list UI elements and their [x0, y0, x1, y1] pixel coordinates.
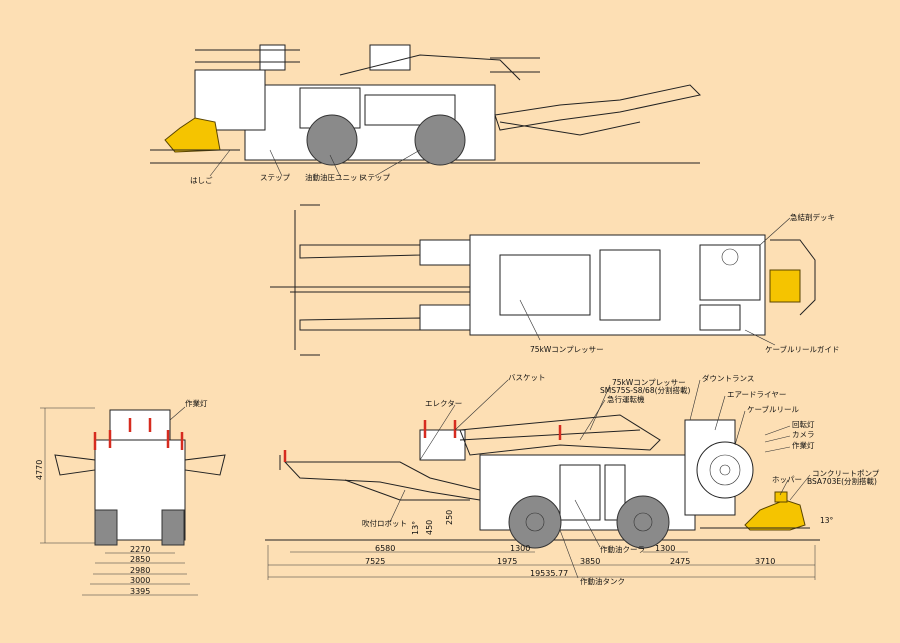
plan-view: 急結剤デッキ 75kWコンプレッサー ケーブルリールガイド — [270, 204, 839, 356]
label-front-work-lamp: 作業灯 — [185, 398, 208, 408]
cable-reel — [696, 441, 754, 499]
label-compressor-model: SMS75S-S8/68(分割搭載) — [600, 385, 691, 395]
label-emergency-deck: 急結剤デッキ — [790, 212, 835, 222]
dim-total: 19535.77 — [530, 569, 568, 578]
side-view-top: はしご ステップ 油動油圧ユニット ステップ — [150, 44, 702, 185]
label-concrete-pump: コンクリートポンプ — [812, 469, 880, 478]
main-wheel-rear — [508, 495, 562, 549]
side-view-main: バスケット 75kWコンプレッサー SMS75S-S8/68(分割搭載) 急行運… — [265, 373, 880, 586]
dim-front-w1: 2270 — [130, 545, 150, 554]
dim-7525: 7525 — [365, 557, 385, 566]
label-quick-tank: 急行運転機 — [607, 394, 645, 404]
dim-1975: 1975 — [497, 557, 517, 566]
dim-3850: 3850 — [580, 557, 600, 566]
label-rotary-lamp: 回転灯 — [792, 419, 815, 429]
label-cable-reel-guide: ケーブルリールガイド — [765, 344, 839, 354]
label-oil-tank: 作動油タンク — [580, 576, 625, 586]
label-work-lamp: 作業灯 — [792, 440, 815, 450]
label-ladder: はしご — [190, 175, 213, 185]
main-concrete-pump — [744, 499, 806, 531]
label-pump-model: BSA703E(分割搭載) — [807, 476, 877, 486]
dim-6580: 6580 — [375, 544, 395, 553]
label-angle: 13° — [820, 516, 834, 525]
front-tire-right — [161, 509, 185, 546]
label-hydraulic-unit: 油動油圧ユニット — [305, 172, 365, 182]
dim-front-height: 4770 — [35, 460, 44, 480]
top-wheel-rear — [306, 114, 358, 166]
dim-2475: 2475 — [670, 557, 690, 566]
top-wheel-front — [414, 114, 466, 166]
dim-front-w3: 2980 — [130, 566, 150, 575]
dim-clear-450: 450 — [425, 520, 434, 535]
label-erector: エレクター — [425, 399, 462, 408]
dim-1300a: 1300 — [510, 544, 530, 553]
plan-concrete-pump — [769, 269, 801, 303]
label-camera: カメラ — [792, 430, 815, 439]
label-spray-robot: 吹付ロボット — [362, 518, 407, 528]
top-concrete-pump — [164, 117, 221, 153]
label-down-trans: ダウントランス — [702, 373, 754, 383]
dim-1300b: 1300 — [655, 544, 675, 553]
dim-clear-13: 13° — [411, 521, 420, 535]
main-wheel-front — [616, 495, 670, 549]
dim-front-w2: 2850 — [130, 555, 150, 564]
dim-front-w5: 3395 — [130, 587, 150, 596]
dim-front-w4: 3000 — [130, 576, 150, 585]
label-step-2: ステップ — [360, 173, 390, 182]
label-hopper: ホッパー — [772, 475, 802, 484]
dim-3710: 3710 — [755, 557, 775, 566]
label-cable-reel: ケーブルリール — [747, 404, 800, 414]
front-view: 作業灯 4770 2270 2850 2980 3000 3395 — [35, 398, 226, 596]
label-oil-cooler: 作動油クーラ — [600, 544, 645, 554]
dim-clear-250: 250 — [445, 510, 454, 525]
label-basket: バスケット — [508, 373, 546, 382]
label-main-compressor: 75kWコンプレッサー — [612, 378, 686, 387]
label-plan-compressor: 75kWコンプレッサー — [530, 345, 604, 354]
label-air-dryer: エアードライヤー — [727, 390, 786, 399]
front-tire-left — [94, 509, 118, 546]
label-step-1: ステップ — [260, 173, 290, 182]
